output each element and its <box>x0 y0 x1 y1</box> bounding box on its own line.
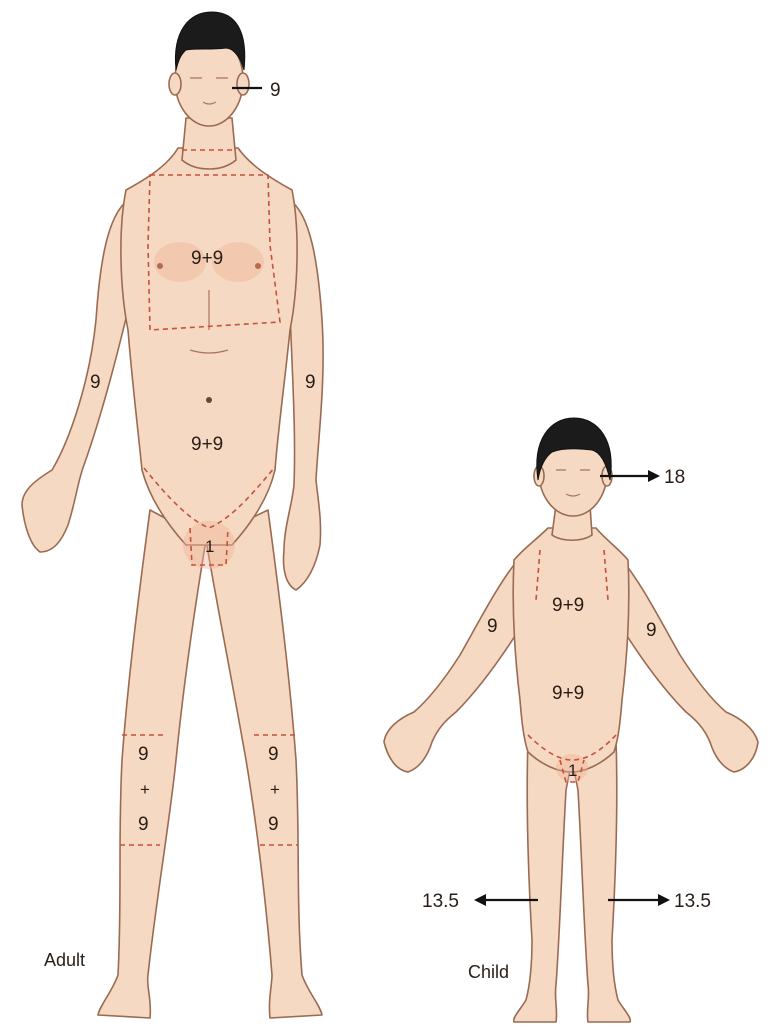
adult-left-leg <box>98 510 206 1018</box>
child-perineum-label: 1 <box>568 761 577 780</box>
child-abdomen-label: 9+9 <box>552 683 584 704</box>
adult-right-leg-plus: + <box>270 780 280 799</box>
child-chest-label: 9+9 <box>552 595 584 616</box>
adult-figure <box>22 12 323 1018</box>
adult-left-leg-top-label: 9 <box>138 744 149 765</box>
adult-right-arm-label: 9 <box>305 372 316 393</box>
adult-left-arm-label: 9 <box>90 372 101 393</box>
child-right-arm <box>618 555 758 772</box>
adult-perineum-label: 1 <box>205 537 214 556</box>
child-right-leg <box>572 740 630 1022</box>
child-figure <box>384 418 758 1022</box>
child-left-arm-label: 9 <box>487 616 498 637</box>
child-left-arm <box>384 555 522 772</box>
adult-left-leg-bottom-label: 9 <box>138 814 149 835</box>
adult-right-leg-bottom-label: 9 <box>268 814 279 835</box>
child-right-leg-label: 13.5 <box>674 891 711 912</box>
adult-abdomen-label: 9+9 <box>191 434 223 455</box>
child-left-leg <box>514 740 572 1022</box>
child-head-label: 18 <box>664 467 685 488</box>
adult-chest-label: 9+9 <box>191 248 223 269</box>
adult-left-arm <box>22 200 128 552</box>
child-left-leg-label: 13.5 <box>422 891 459 912</box>
adult-right-leg-top-label: 9 <box>268 744 279 765</box>
adult-right-leg <box>206 510 322 1018</box>
child-right-arm-label: 9 <box>646 620 657 641</box>
child-caption: Child <box>468 962 509 982</box>
adult-left-leg-plus: + <box>140 780 150 799</box>
child-torso <box>513 528 629 772</box>
adult-head-label: 9 <box>270 80 281 101</box>
adult-caption: Adult <box>44 950 85 970</box>
adult-torso <box>121 148 297 545</box>
